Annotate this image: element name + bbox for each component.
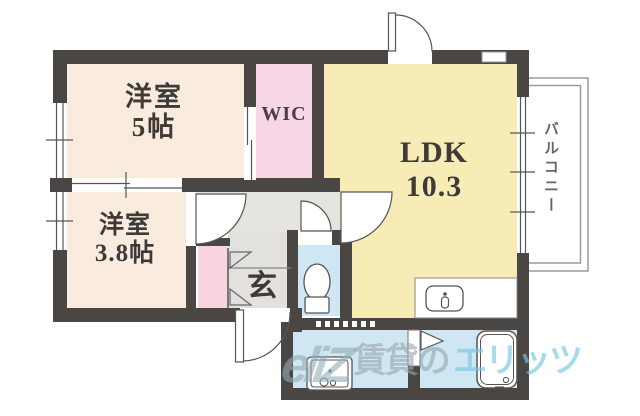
western-room-38-label: 洋室 3.8帖 xyxy=(94,212,156,267)
ldk-service-door xyxy=(387,12,433,64)
sliding-doors xyxy=(72,107,378,327)
shoe-shelf-icon xyxy=(229,287,253,306)
windows xyxy=(46,51,535,253)
entrance-door xyxy=(234,308,291,363)
wic-sliding-door xyxy=(244,107,256,180)
toilet-icon xyxy=(303,263,331,314)
western-room-38-floor xyxy=(64,192,186,308)
room-partition-sliding-door xyxy=(72,172,182,198)
window-left-1 xyxy=(46,103,73,178)
western-room-5-label: 洋室 5帖 xyxy=(125,82,183,143)
balcony-outline xyxy=(529,77,589,272)
ldk-floor xyxy=(324,62,517,318)
ldk-label: LDK 10.3 xyxy=(399,136,468,203)
wic-label: WIC xyxy=(261,103,307,125)
kitchen-sink-icon xyxy=(425,285,464,312)
balcony-label: バルコニー xyxy=(542,121,559,216)
shoe-shelf-icon xyxy=(229,251,253,270)
ldk-door xyxy=(340,191,393,244)
toilet-door xyxy=(298,200,332,245)
window-balcony xyxy=(510,97,535,253)
bathroom-door xyxy=(407,329,445,367)
wic-floor xyxy=(256,62,312,180)
closet-floor xyxy=(198,246,228,308)
genkan-details xyxy=(227,248,291,308)
kitchen-counter xyxy=(414,277,518,319)
western-room-38-door xyxy=(186,193,247,246)
swing-doors xyxy=(186,12,445,367)
western-room-5-floor xyxy=(64,62,244,180)
window-left-2 xyxy=(46,192,73,250)
pillar-inset xyxy=(481,51,507,63)
washing-machine-icon xyxy=(306,356,353,391)
bathtub-icon xyxy=(476,330,518,389)
genkan-label: 玄 xyxy=(247,270,277,303)
